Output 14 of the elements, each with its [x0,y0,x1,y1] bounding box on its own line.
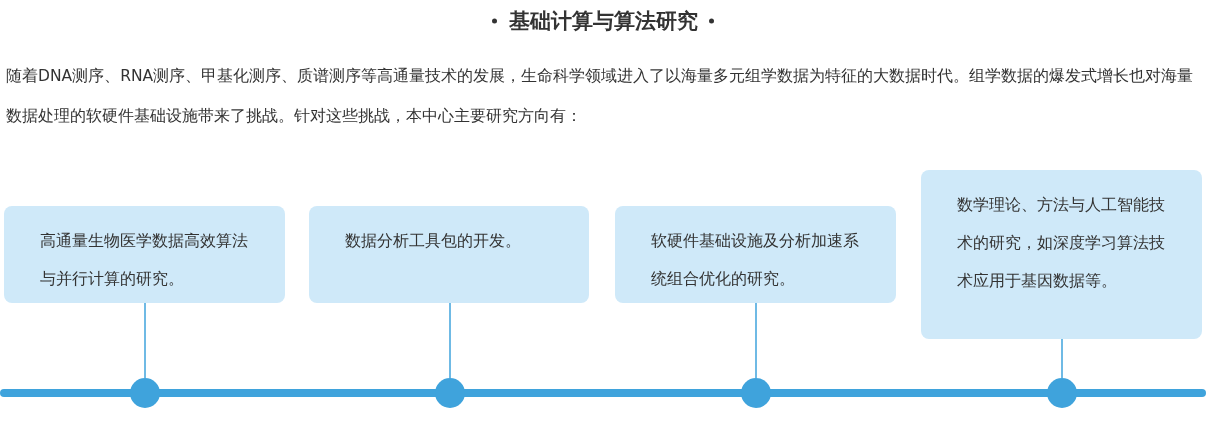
direction-card [615,206,896,303]
connector-line [144,302,146,379]
intro-paragraph: 随着DNA测序、RNA测序、甲基化测序、质谱测序等高通量技术的发展，生命科学领域进入了以海量多元组学数据为特征的大数据时代。组学数据的爆发式增长也对海量数据处理的软硬件基础设施带来了挑战。针对这些挑战，本中心主要研究方向有： [6,66,1195,127]
direction-card [4,206,285,303]
direction-card [921,170,1202,339]
card-text: 软硬件基础设施及分析加速系统组合优化的研究。 [651,231,860,290]
title: 基础计算与算法研究 [508,8,698,35]
card-text: 数学理论、方法与人工智能技术的研究，如深度学习算法技术应用于基因数据等。 [957,195,1166,292]
connector-line [1061,338,1063,379]
card-text: 高通量生物医学数据高效算法与并行计算的研究。 [40,231,249,290]
connector-line [755,302,757,379]
connector-line [449,302,451,379]
direction-card [309,206,589,303]
card-text: 数据分析工具包的开发。 [345,231,522,252]
